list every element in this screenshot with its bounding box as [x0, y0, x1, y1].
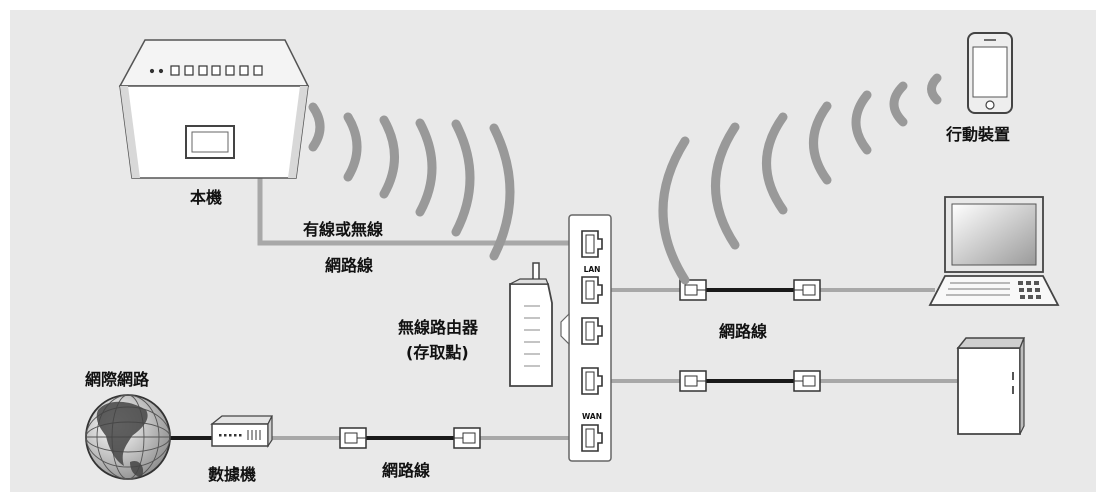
nas-server-device: [956, 337, 1026, 435]
router-back-panel: LAN WAN: [560, 214, 612, 462]
rj45-connector-3: [679, 370, 707, 392]
label-network-cable-unit: 網路線: [325, 256, 374, 275]
unit-wireless-waves: [308, 102, 515, 261]
main-unit-device: [118, 39, 310, 179]
wireless-router-device: [509, 262, 553, 387]
label-mobile-device: 行動裝置: [946, 125, 1011, 144]
lan-port-label: LAN: [584, 265, 601, 274]
main-unit-front-buttons: [149, 65, 263, 76]
label-network-cable-lan: 網路線: [719, 322, 768, 341]
router-port-lan-3: [581, 367, 603, 395]
router-port-lan-1: [581, 276, 603, 304]
router-port-lan-2: [581, 317, 603, 345]
label-internet: 網際網路: [85, 370, 150, 389]
internet-globe-icon: [85, 394, 171, 480]
label-main-unit: 本機: [190, 188, 223, 207]
modem-device: [210, 415, 274, 448]
unit-router-cable: [257, 178, 585, 246]
rj45-connector-1: [679, 279, 707, 301]
label-wired-or-wireless: 有線或無線: [303, 220, 384, 239]
laptop-device: [928, 196, 1060, 306]
rj45-connector-2: [793, 279, 821, 301]
wan-port-label: WAN: [582, 412, 602, 421]
label-wireless-router: 無線路由器: [398, 318, 479, 337]
router-port-1: [581, 230, 603, 258]
label-modem: 數據機: [208, 465, 257, 484]
rj45-connector-5: [339, 427, 367, 449]
label-access-point: (存取點): [406, 343, 469, 362]
rj45-connector-6: [453, 427, 481, 449]
phone-wireless-waves: [658, 73, 942, 285]
mobile-phone-device: [967, 32, 1013, 114]
rj45-connector-4: [793, 370, 821, 392]
label-network-cable-wan: 網路線: [382, 461, 431, 480]
router-port-wan: [581, 424, 603, 452]
